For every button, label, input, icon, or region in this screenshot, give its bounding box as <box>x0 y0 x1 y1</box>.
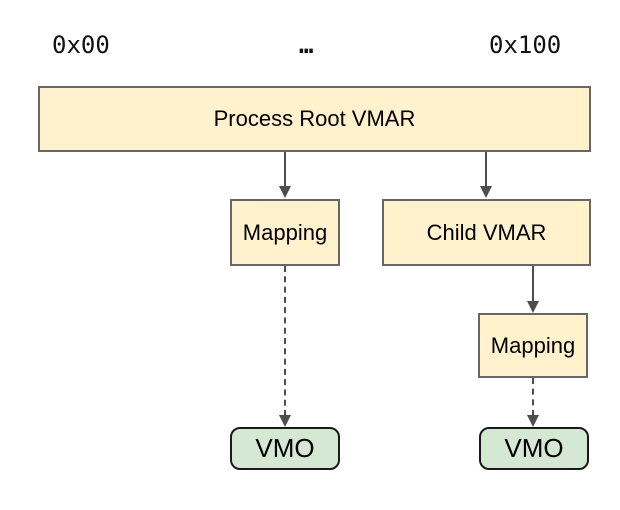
node-process-root-vmar-label: Process Root VMAR <box>213 106 416 131</box>
node-mapping-left-label: Mapping <box>242 219 328 245</box>
node-vmo-right-label: VMO <box>504 433 564 463</box>
arrow-down-icon <box>527 415 539 427</box>
address-label-ellipsis: … <box>299 31 314 59</box>
edge-line-dashed <box>532 378 534 416</box>
address-label-start: 0x00 <box>52 31 110 59</box>
node-vmo-left: VMO <box>230 427 340 470</box>
edge-line-dashed <box>284 266 286 416</box>
node-vmo-right: VMO <box>479 427 589 470</box>
arrow-down-icon <box>279 415 291 427</box>
node-child-vmar-label: Child VMAR <box>426 219 547 245</box>
address-label-end: 0x100 <box>489 31 562 59</box>
arrow-down-icon <box>480 186 492 198</box>
node-vmo-left-label: VMO <box>255 433 315 463</box>
arrow-down-icon <box>527 301 539 313</box>
edge-line <box>532 266 534 302</box>
node-mapping-left: Mapping <box>230 199 340 266</box>
node-mapping-right-label: Mapping <box>490 332 576 358</box>
edge-line <box>284 152 286 187</box>
node-mapping-right: Mapping <box>478 313 588 378</box>
edge-line <box>485 152 487 187</box>
node-child-vmar: Child VMAR <box>382 199 591 266</box>
arrow-down-icon <box>279 186 291 198</box>
node-process-root-vmar: Process Root VMAR <box>38 86 591 152</box>
